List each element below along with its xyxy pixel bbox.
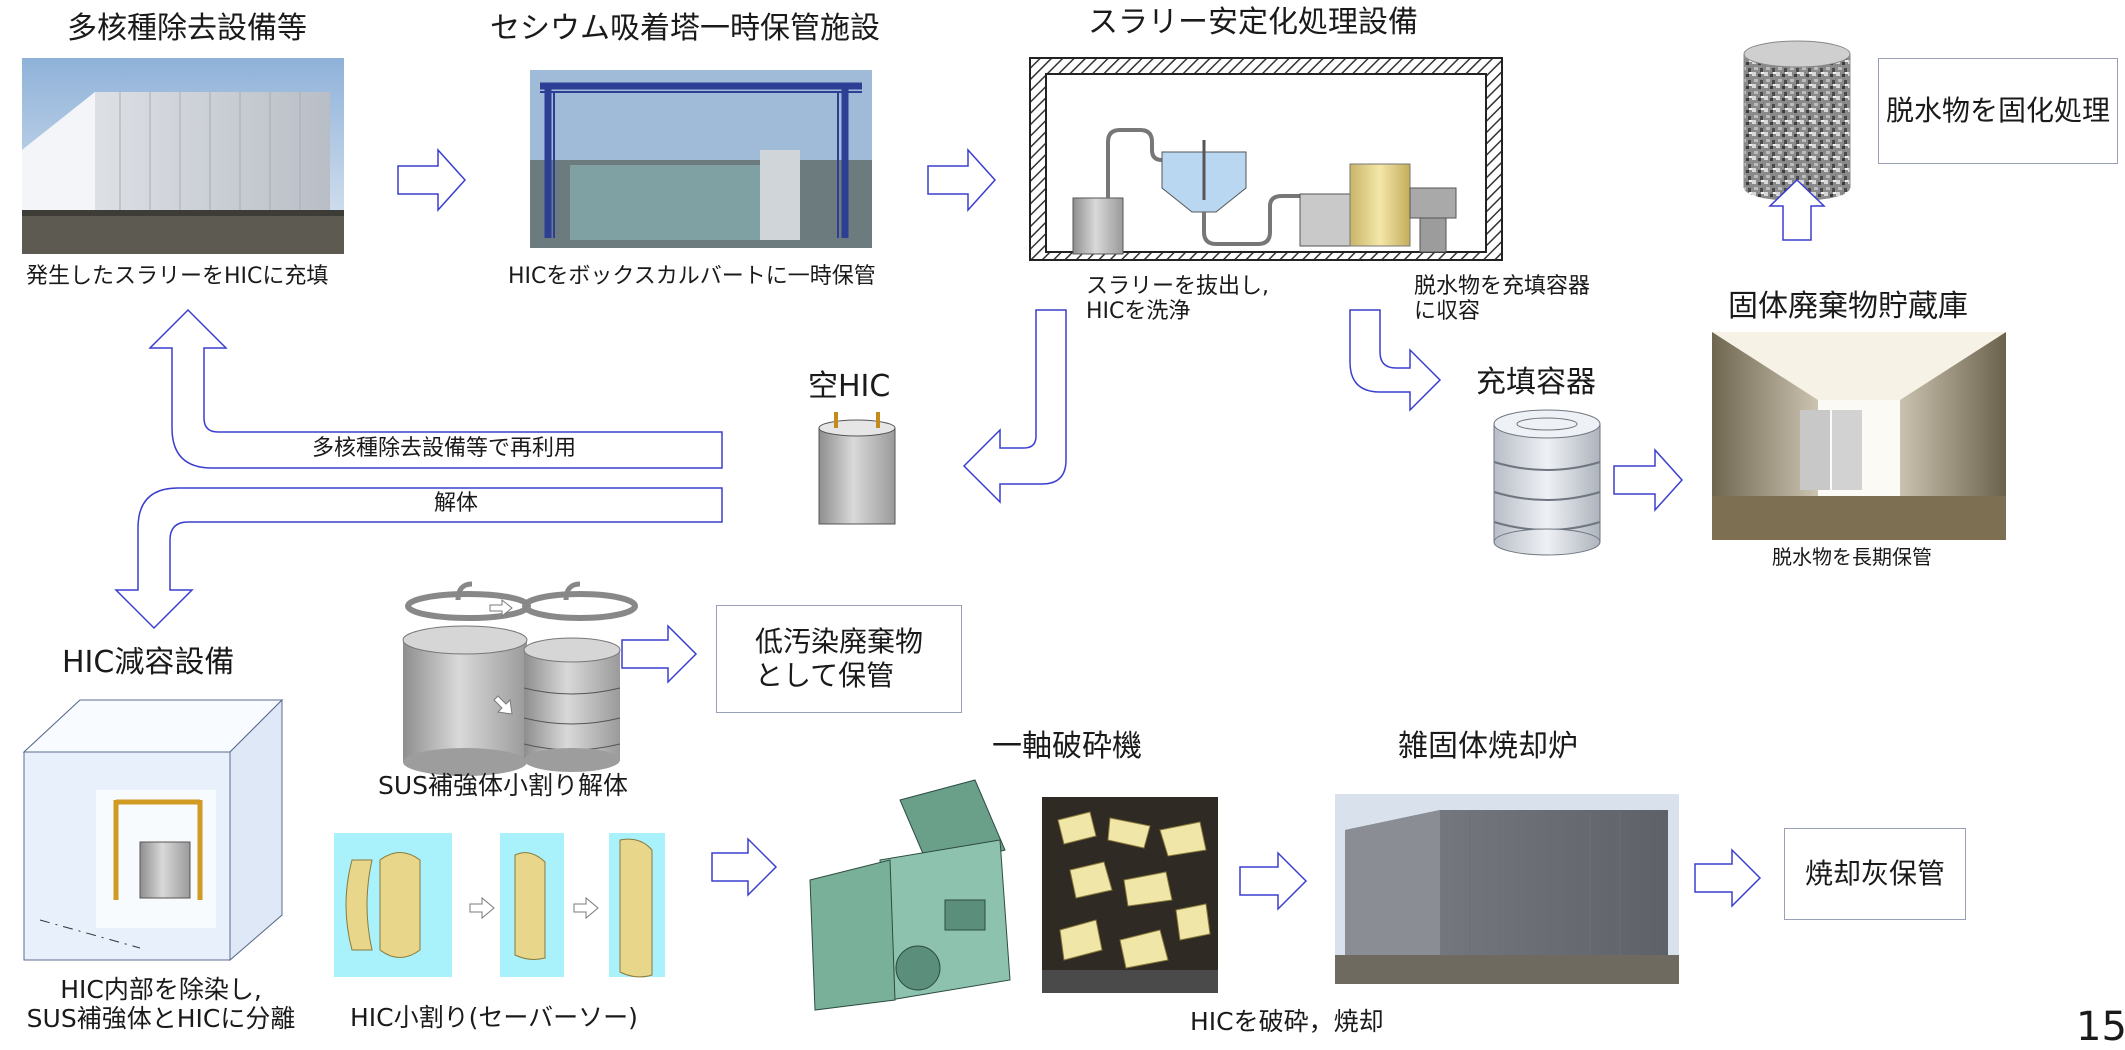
title-cesium-storage: セシウム吸着塔一時保管施設 [490,11,880,46]
hic-volume-reduction-cube [22,698,284,962]
caption-hic-decontaminate: HIC内部を除染し, SUS補強体とHICに分離 [26,975,296,1033]
small-arrow [469,896,495,920]
caption-extract-slurry: スラリーを抜出し, HICを洗浄 [1086,274,1269,325]
arrow-curved-left [962,309,1067,504]
cesium-storage-photo [530,70,872,248]
caption-hic-shred-burn: HICを破砕，焼却 [1190,1007,1384,1036]
caption-fill-slurry: 発生したスラリーをHICに充填 [26,264,329,289]
caption-hic-temp-storage: HICをボックスカルバートに一時保管 [508,264,876,289]
small-arrow [573,896,599,920]
slurry-stabilization-schematic [1029,57,1503,261]
shredded-hic-photo [1042,797,1218,993]
box-ash-storage: 焼却灰保管 [1784,828,1966,920]
arrow-right [927,148,997,212]
multi-nuclide-facility-photo [22,58,344,254]
caption-sus-cut: SUS補強体小割り解体 [378,771,629,800]
fill-container-drum [1493,409,1601,556]
single-shaft-shredder-illustration [809,779,1011,1011]
arrow-right [1613,448,1684,512]
small-arrow [489,598,513,618]
box-low-contamination: 低汚染廃棄物 として保管 [716,605,962,713]
caption-hic-saw-cut: HIC小割り(セーバーソー) [350,1003,638,1032]
solid-waste-storage-photo [1712,332,2006,540]
title-single-shaft-shredder: 一軸破砕機 [992,729,1142,764]
title-fill-container: 充填容器 [1476,365,1596,400]
caption-dehydrated-long-term: 脱水物を長期保管 [1772,545,1932,569]
sus-reinforcement-cut-illustration [402,581,638,776]
small-arrow [493,695,513,715]
title-slurry-stabilization: スラリー安定化処理設備 [1088,5,1418,40]
arrow-reuse [148,308,723,469]
arrow-dismantle [114,487,723,630]
page-number: 15 [2076,1004,2125,1050]
title-solid-waste-storage: 固体廃棄物貯蔵庫 [1728,289,1968,324]
arrow-label-dismantle: 解体 [434,491,479,516]
title-misc-incinerator: 雑固体焼却炉 [1398,729,1578,764]
arrow-curved-right [1349,309,1442,412]
hic-saw-cut-illustration [334,833,665,978]
box-solidify: 脱水物を固化処理 [1878,58,2118,164]
empty-hic-illustration [818,412,896,525]
arrow-up [1768,178,1826,241]
arrow-right [711,837,778,897]
title-hic-volume-reduction: HIC減容設備 [62,645,235,680]
arrow-right [1239,851,1308,911]
arrow-right [1694,848,1762,908]
title-empty-hic: 空HIC [808,369,891,404]
caption-dehydrated-to-container: 脱水物を充填容器 に収容 [1414,274,1591,325]
incinerator-photo [1335,794,1679,984]
solidified-waste-cylinder [1743,40,1851,201]
arrow-right [621,624,698,684]
arrow-label-reuse: 多核種除去設備等で再利用 [312,436,577,461]
title-multi-nuclide: 多核種除去設備等 [67,11,307,46]
arrow-right [397,148,467,212]
